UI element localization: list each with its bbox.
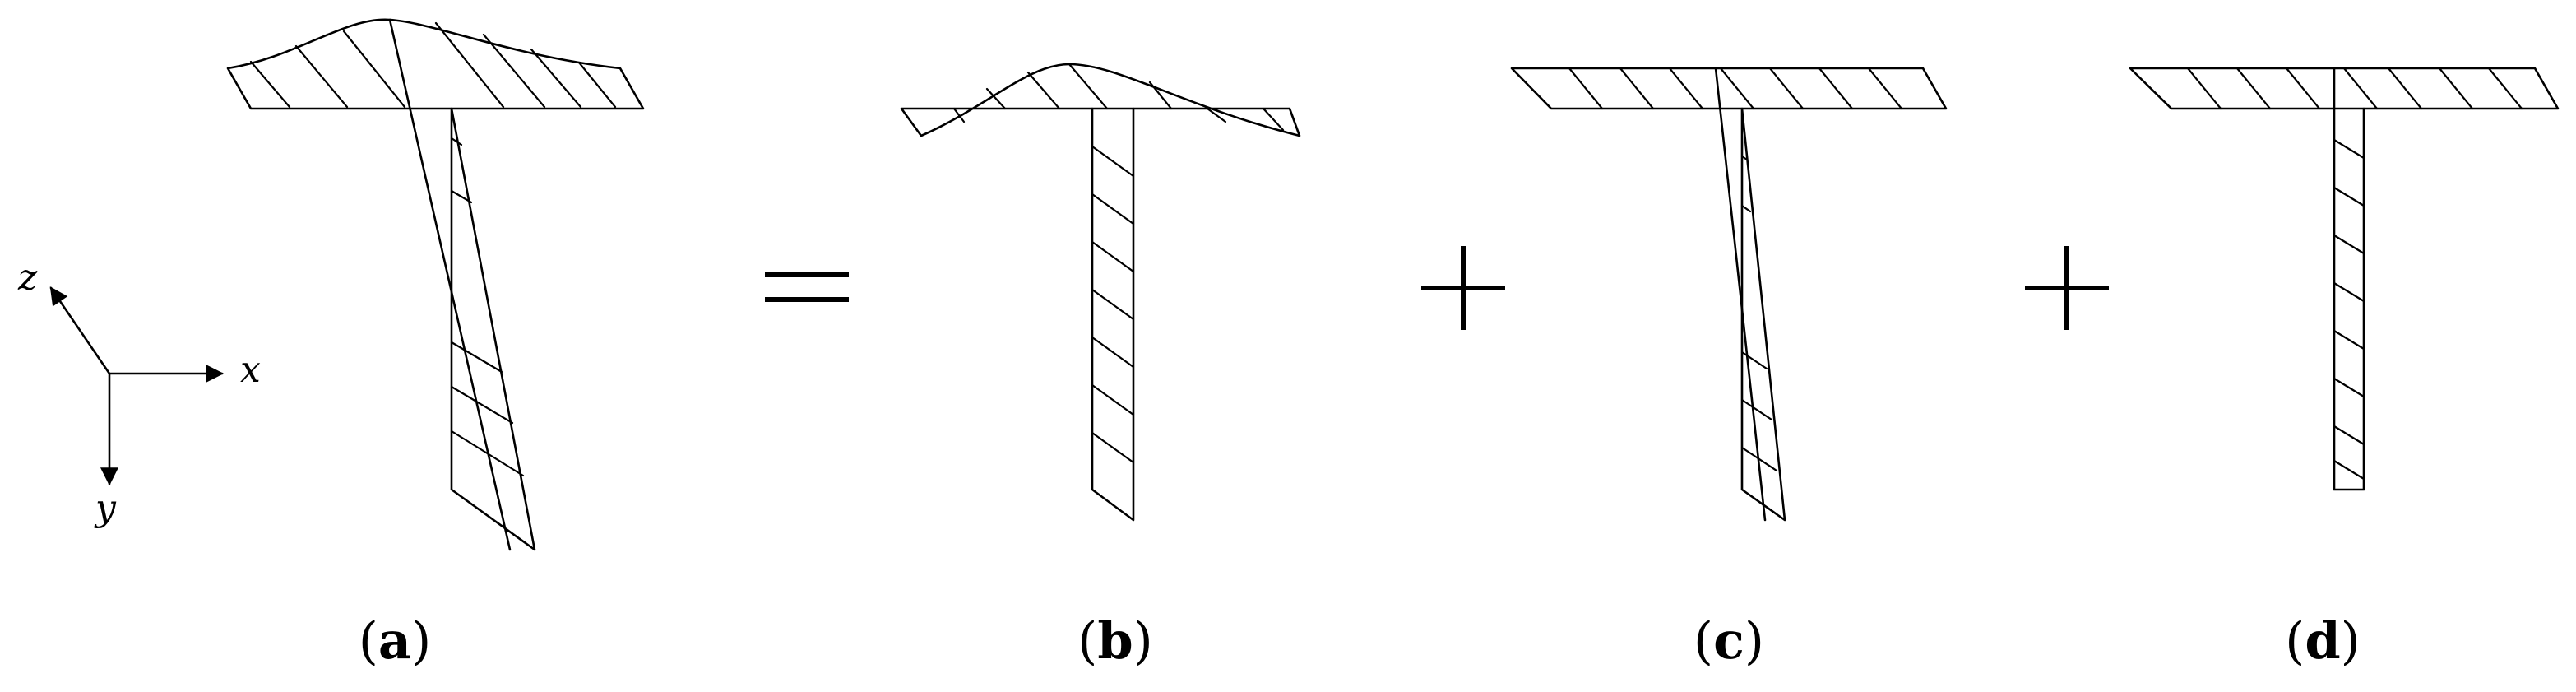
panel-c-web-hatching <box>1740 155 1778 472</box>
panel-label-a: (a) <box>359 611 432 671</box>
x-axis-label: x <box>240 349 261 391</box>
panel-a-total-distribution <box>226 18 645 551</box>
y-axis-label: y <box>94 487 117 529</box>
panel-a-web-hatching <box>450 137 525 477</box>
panel-label-d: (d) <box>2285 611 2361 671</box>
panel-c-flange-outline <box>1510 67 1948 110</box>
z-axis-label: z <box>17 257 38 299</box>
equals-operator <box>765 272 849 302</box>
panel-a-web-outline <box>450 107 536 551</box>
panel-b-flange-outline <box>900 63 1301 137</box>
panel-c-component <box>1510 67 1948 522</box>
panel-d-flange-outline <box>2129 67 2560 110</box>
panel-d-component <box>2129 67 2560 491</box>
panel-label-c: (c) <box>1693 611 1764 671</box>
z-axis-arrow <box>49 286 111 375</box>
panel-d-flange-hatching <box>2186 67 2523 110</box>
panel-a-zero-line <box>388 18 512 551</box>
panel-b-flange-hatching <box>952 63 1285 132</box>
coordinate-axes: x y z <box>17 257 261 529</box>
panel-d-web-outline <box>2333 107 2365 491</box>
panel-c-web-outline <box>1740 107 1786 522</box>
plus-operator-2 <box>2025 246 2109 330</box>
panel-b-web-outline <box>1091 107 1135 522</box>
panel-b-component <box>900 63 1301 522</box>
plus-operator-1 <box>1421 246 1505 330</box>
panel-label-b: (b) <box>1077 611 1153 671</box>
panel-b-web-hatching <box>1091 145 1135 464</box>
panel-c-zero-line <box>1714 67 1767 522</box>
panel-c-flange-hatching <box>1568 67 1903 110</box>
panel-d-web-hatching <box>2333 138 2365 481</box>
panel-a-flange-hatching <box>249 21 617 109</box>
panel-labels: (a) (b) (c) (d) <box>359 611 2361 671</box>
